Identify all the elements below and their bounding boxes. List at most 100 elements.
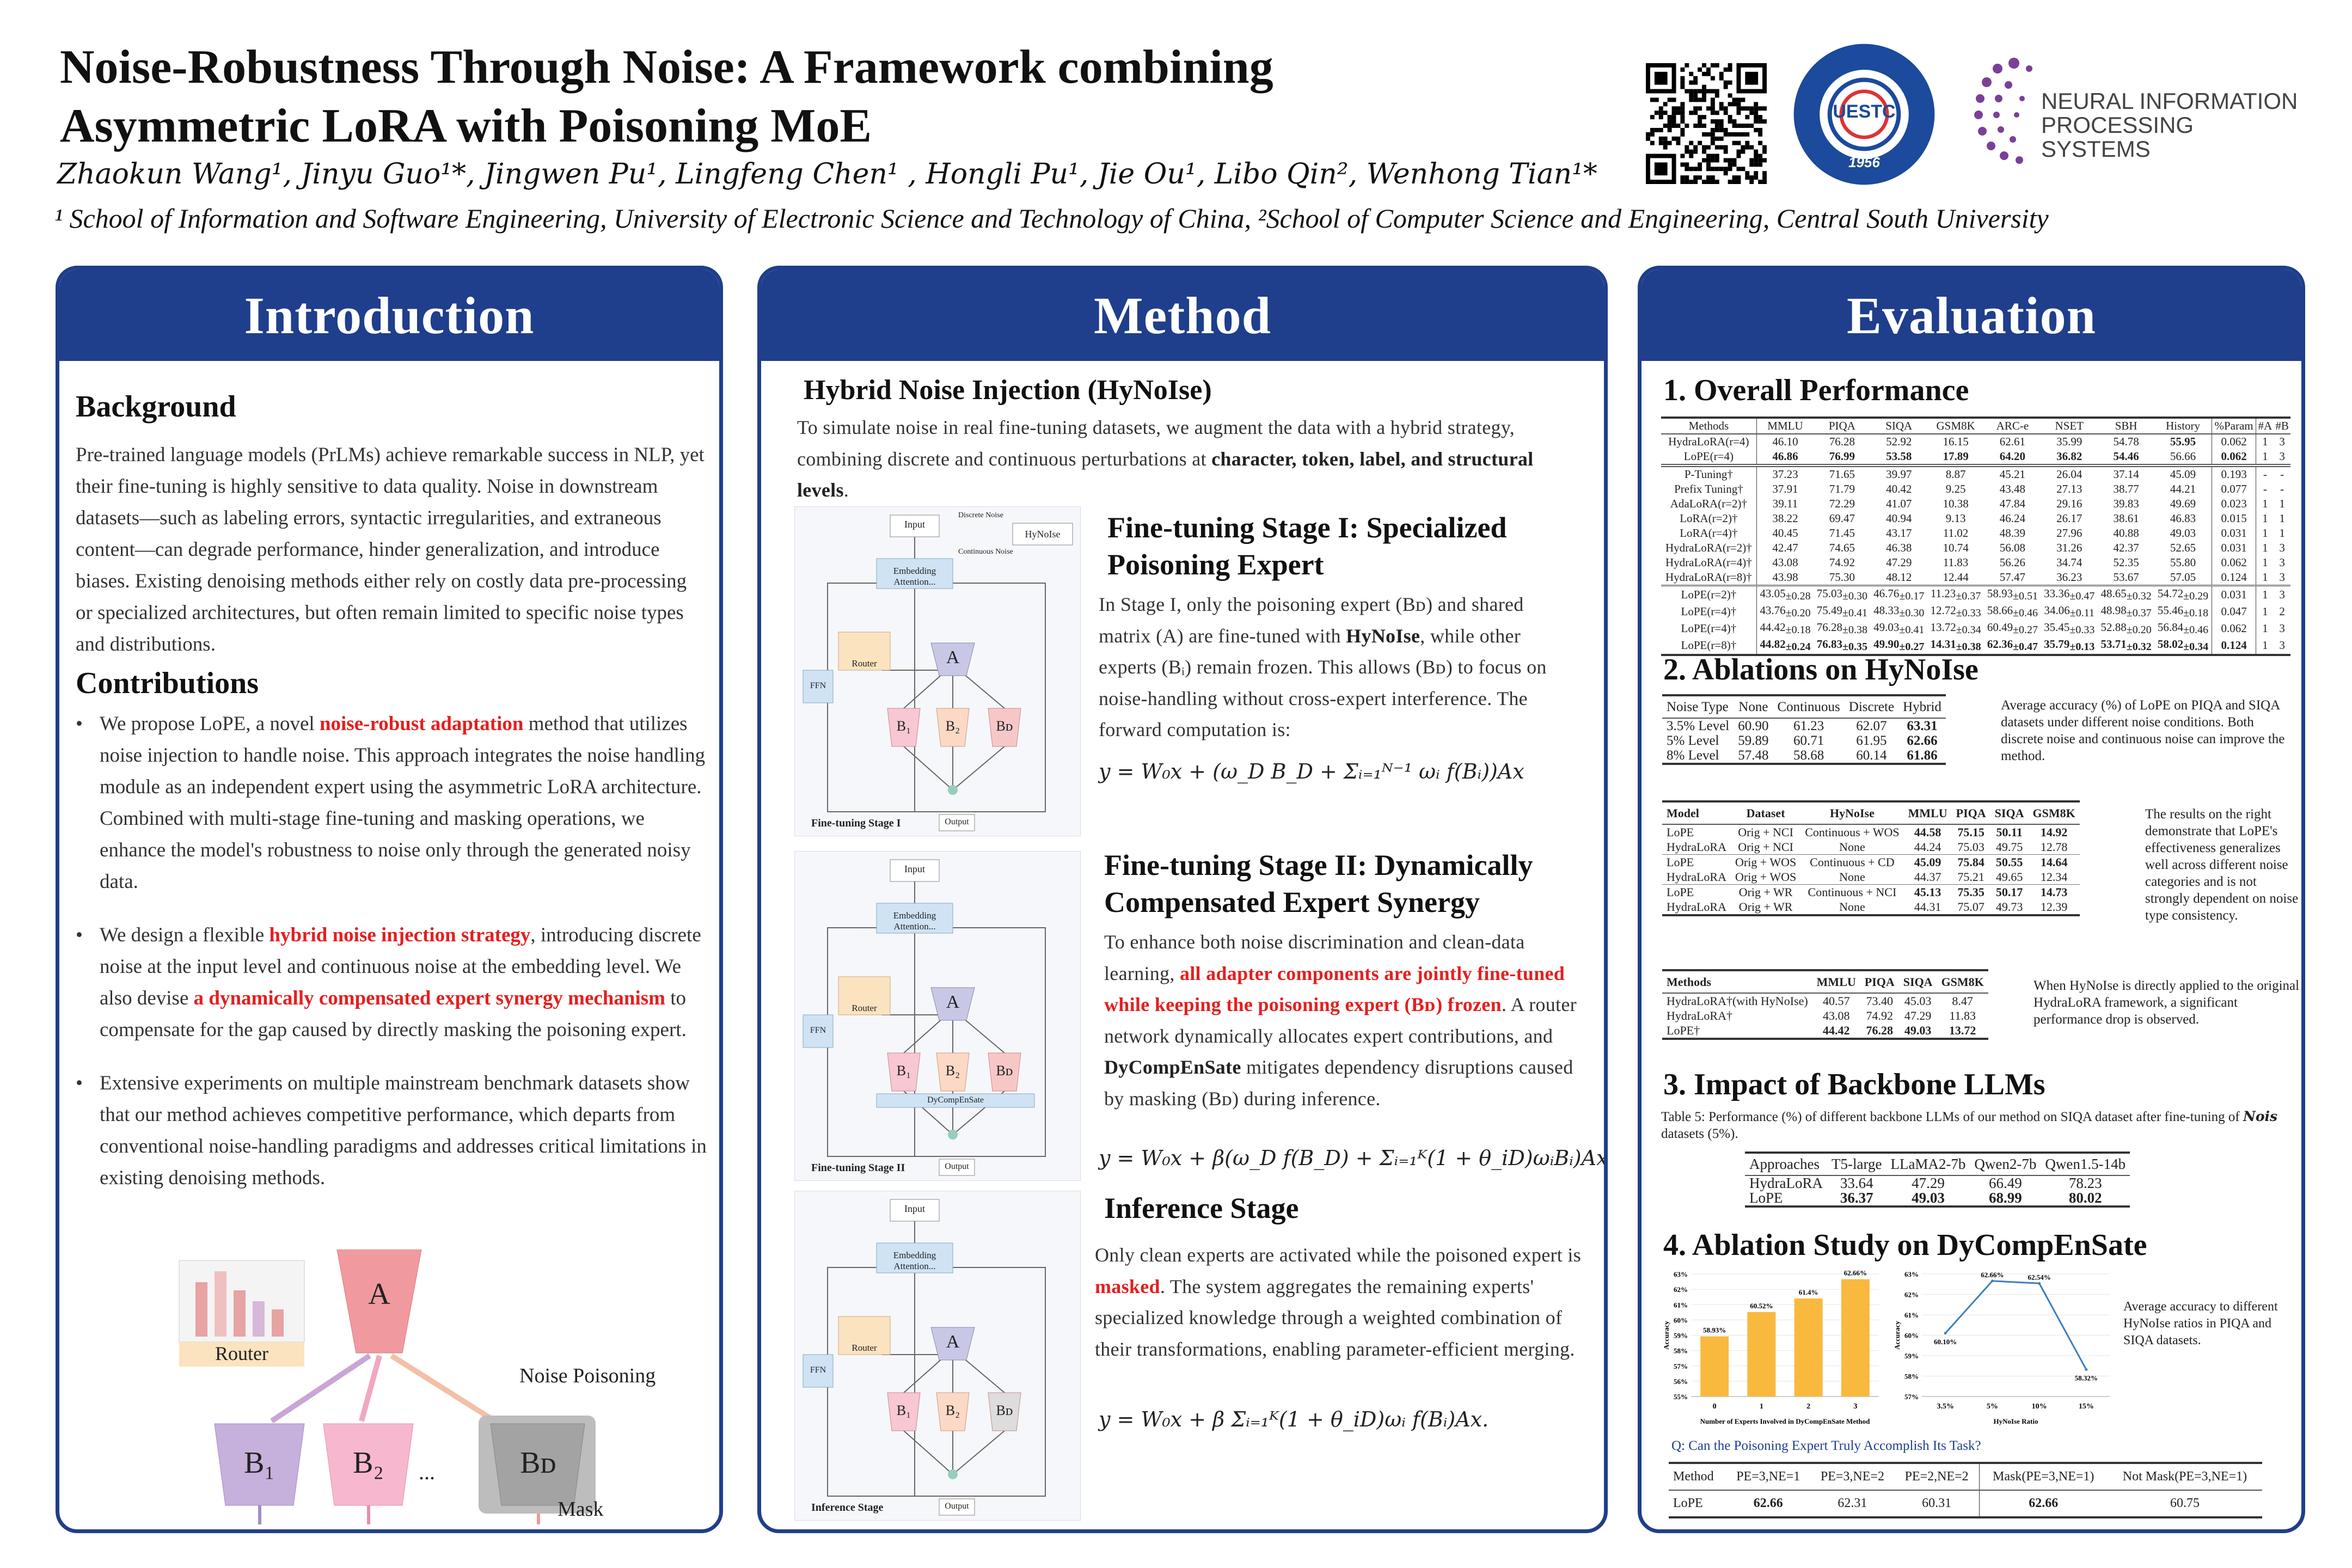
table-cell: 48.39 xyxy=(1999,526,2026,540)
table-cell: 1 xyxy=(2279,497,2285,510)
table-cell: 12.39 xyxy=(2040,900,2068,914)
y-tick-label: 58% xyxy=(1674,1347,1688,1355)
std-dev: ±0.37 xyxy=(2126,607,2152,619)
table-cell: 44.42 xyxy=(1822,1024,1850,1037)
inference-heading: Inference Stage xyxy=(1104,1192,1299,1224)
table-cell: HydraLoRA†(with HyNoIse) xyxy=(1667,994,1808,1008)
intro-diagram: Router A B₁ B₂ ... Bᴅ Noise Poisoning Ma… xyxy=(168,1250,658,1527)
table-cell: 16.15 xyxy=(1943,435,1969,448)
table-cell: HydraLoRA(r=4)† xyxy=(1661,555,1757,570)
table-cell: 66.49 xyxy=(1989,1175,2022,1191)
noise-category-caption: The results on the right demonstrate tha… xyxy=(2145,807,2299,923)
table-cell: 60.90 xyxy=(1738,719,1769,733)
contribution-item: We propose LoPE, a novel noise-robust ad… xyxy=(76,708,715,898)
text-segment: , introducing discrete noise at the inpu… xyxy=(100,924,701,1009)
table-cell: 74.92 xyxy=(1866,1009,1894,1022)
table-cell: LoRA(r=4)† xyxy=(1661,526,1757,541)
y-axis-title: Accuracy xyxy=(1893,1321,1901,1350)
table-cell: 60.71 xyxy=(1793,733,1824,748)
table-cell: 3 xyxy=(2279,450,2285,463)
y-tick-label: 59% xyxy=(1674,1332,1688,1340)
table-cell: 5% Level xyxy=(1667,733,1719,748)
table-cell: 57.47 xyxy=(1999,571,2026,584)
qr-code[interactable] xyxy=(1645,63,1767,184)
table-cell: 75.03 xyxy=(1957,840,1984,854)
table-cell: 52.92 xyxy=(1886,435,1912,448)
table-cell: 49.03 xyxy=(1904,1024,1932,1037)
table-cell: LoPE xyxy=(1673,1496,1703,1510)
table-cell: - xyxy=(2274,464,2290,482)
highlight-red: noise-robust adaptation xyxy=(319,713,524,735)
affiliations: ¹ School of Information and Software Eng… xyxy=(54,203,2049,234)
std-dev: ±0.41 xyxy=(1899,624,1925,636)
table-cell: 29.16 xyxy=(2056,497,2082,510)
uestc-logo: UESTC 1956 xyxy=(1792,42,1936,186)
table-cell: 0.124 xyxy=(2212,570,2257,586)
data-point xyxy=(1990,1279,1994,1283)
table-cell: 12.34 xyxy=(2040,870,2068,884)
x-tick-label: 10% xyxy=(2032,1402,2047,1411)
mask-label: Mask xyxy=(558,1498,604,1521)
diagram-b1-label: B₁ xyxy=(896,1063,911,1079)
diagram-caption: Fine-tuning Stage I xyxy=(811,817,901,829)
table-cell: 45.21 xyxy=(1984,464,2041,482)
table-cell: HydraLoRA xyxy=(1667,840,1726,854)
table-cell: 8.87 xyxy=(1927,464,1984,482)
table-cell: Continuous + CD xyxy=(1800,854,1904,869)
std-dev: ±0.18 xyxy=(1785,624,1811,636)
stage2-equation: y = W₀x + β(ω_D f(B_D) + Σᵢ₌₁ᴷ(1 + θ_iD)… xyxy=(1099,1146,1608,1170)
table-cell: 44.24 xyxy=(1914,840,1941,854)
table-cell: 47.84 xyxy=(1999,497,2026,510)
table-cell: 48.33±0.30 xyxy=(1873,604,1925,619)
expert-b2 xyxy=(323,1423,414,1506)
diagram-discrete-noise-label: Discrete Noise xyxy=(958,511,1003,519)
table-cell: 49.03±0.41 xyxy=(1873,621,1925,636)
table-cell: HydraLoRA(r=8)† xyxy=(1661,570,1757,586)
table-cell: LoRA(r=2)† xyxy=(1661,511,1757,526)
table-cell: 3.5% Level xyxy=(1667,719,1730,733)
b1-label: B₁ xyxy=(244,1446,275,1480)
std-dev: ±0.13 xyxy=(2069,641,2095,653)
table-cell: 50.17 xyxy=(1990,884,2029,899)
diagram-b2-label: B₂ xyxy=(945,1402,960,1418)
diagram-bd-label: Bᴅ xyxy=(996,1063,1013,1079)
table-cell: 3 xyxy=(2279,571,2285,584)
table-cell: GSM8K xyxy=(2028,801,2080,825)
table-cell: 62.66 xyxy=(1907,733,1938,748)
table-cell: Methods xyxy=(1662,970,1812,994)
x-tick-label: 15% xyxy=(2079,1402,2094,1411)
diagram-ffn-label: FFN xyxy=(810,1026,826,1035)
table-cell: 0.031 xyxy=(2212,526,2257,541)
diagram-b1-label: B₁ xyxy=(896,718,911,734)
table-cell: 49.90±0.27 xyxy=(1873,638,1925,653)
table-cell: 60.14 xyxy=(1856,748,1887,763)
neurips-line-2: PROCESSING SYSTEMS xyxy=(2041,112,2194,162)
line-chart-caption: Average accuracy to different HyNoIse ra… xyxy=(2123,1300,2278,1347)
data-label: 62.66% xyxy=(1844,1269,1867,1277)
diagram-caption: Inference Stage xyxy=(811,1502,884,1514)
diagram-ffn-label: FFN xyxy=(810,1365,826,1375)
table-cell: 46.83 xyxy=(2154,511,2212,526)
table-cell: 40.42 xyxy=(1886,482,1912,495)
table-cell: 44.58 xyxy=(1914,825,1941,839)
table-cell: 40.88 xyxy=(2113,526,2139,540)
text-segment: method that utilizes noise injection to … xyxy=(100,713,706,893)
table-cell: 43.17 xyxy=(1886,526,1912,540)
table-cell: 13.72±0.34 xyxy=(1930,621,1981,636)
uestc-logo-text: UESTC xyxy=(1833,101,1896,122)
introduction-header: Introduction xyxy=(59,270,719,361)
std-dev: ±0.32 xyxy=(2126,641,2152,653)
diagram-ffn-label: FFN xyxy=(810,681,826,690)
table-cell: 0.023 xyxy=(2212,497,2257,511)
y-tick-label: 55% xyxy=(1674,1393,1688,1401)
